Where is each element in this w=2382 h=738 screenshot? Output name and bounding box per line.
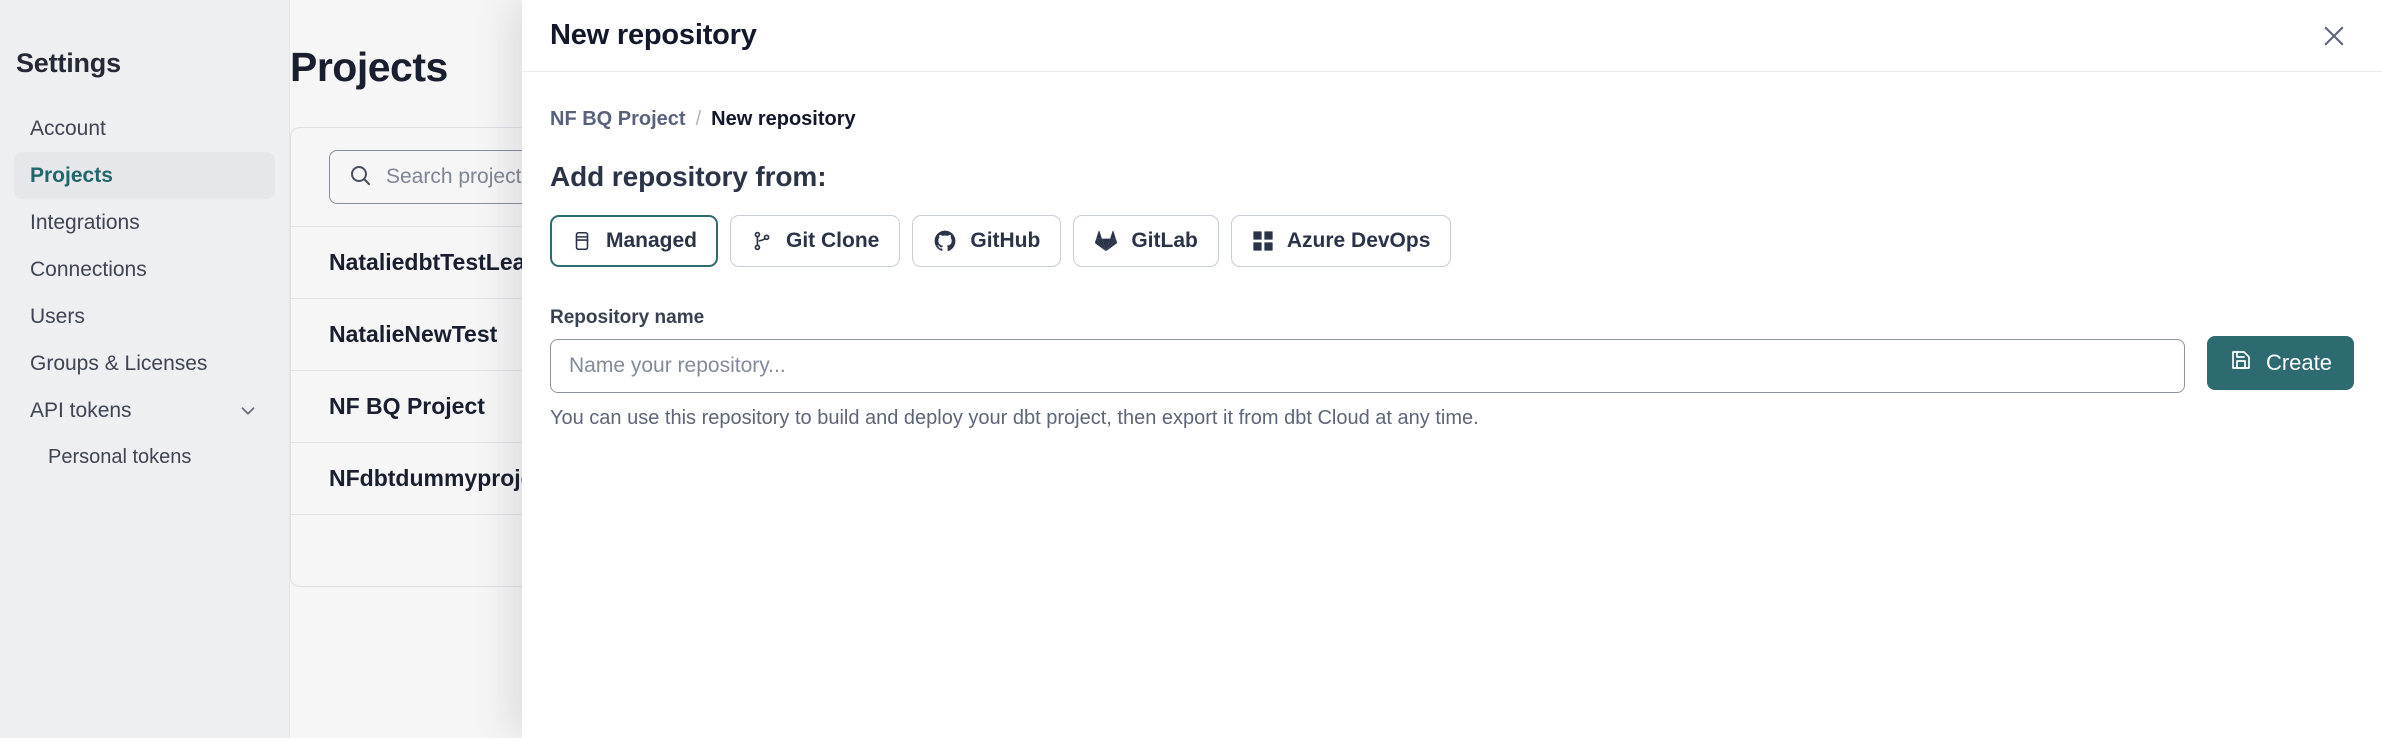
new-repository-modal: New repository NF BQ Project / New repos… bbox=[522, 0, 2382, 738]
source-option-azure-devops[interactable]: Azure DevOps bbox=[1230, 215, 1452, 267]
sidebar-item-label: Personal tokens bbox=[48, 446, 192, 468]
repository-name-row: Repository name You can use this reposit… bbox=[550, 307, 2354, 430]
sidebar-item-api-tokens[interactable]: API tokens bbox=[14, 387, 275, 434]
repository-name-field-group: Repository name You can use this reposit… bbox=[550, 307, 2185, 430]
sidebar-item-label: Connections bbox=[30, 257, 147, 281]
sidebar-item-label: API tokens bbox=[30, 398, 132, 422]
breadcrumb: NF BQ Project / New repository bbox=[550, 108, 2354, 131]
repository-name-input[interactable] bbox=[550, 339, 2185, 393]
sidebar-title: Settings bbox=[16, 48, 121, 78]
sidebar-item-connections[interactable]: Connections bbox=[14, 246, 275, 293]
source-option-managed[interactable]: Managed bbox=[550, 215, 719, 267]
settings-sidebar: Settings Account Projects Integrations C… bbox=[0, 0, 290, 738]
gitlab-icon bbox=[1094, 229, 1118, 253]
sidebar-item-label: Projects bbox=[30, 163, 113, 187]
source-option-label: Azure DevOps bbox=[1286, 229, 1431, 252]
sidebar-item-label: Integrations bbox=[30, 210, 140, 234]
repository-helper-text: You can use this repository to build and… bbox=[550, 407, 1479, 429]
source-option-gitlab[interactable]: GitLab bbox=[1073, 215, 1219, 267]
add-repository-from-heading: Add repository from: bbox=[550, 161, 827, 192]
source-option-label: GitHub bbox=[970, 229, 1041, 252]
repository-name-label: Repository name bbox=[550, 307, 705, 328]
sidebar-item-personal-tokens[interactable]: Personal tokens bbox=[14, 434, 275, 481]
database-icon bbox=[571, 230, 593, 252]
sidebar-item-label: Users bbox=[30, 304, 85, 328]
source-option-label: Managed bbox=[606, 229, 698, 252]
breadcrumb-separator: / bbox=[695, 108, 702, 130]
search-icon bbox=[348, 163, 372, 192]
github-icon bbox=[933, 229, 957, 253]
modal-body: NF BQ Project / New repository Add repos… bbox=[522, 72, 2382, 430]
sidebar-item-integrations[interactable]: Integrations bbox=[14, 199, 275, 246]
breadcrumb-parent[interactable]: NF BQ Project bbox=[550, 108, 686, 130]
modal-title: New repository bbox=[550, 19, 757, 51]
modal-header: New repository bbox=[522, 0, 2382, 72]
breadcrumb-current: New repository bbox=[711, 108, 856, 130]
sidebar-item-account[interactable]: Account bbox=[14, 105, 275, 152]
create-button-label: Create bbox=[2265, 350, 2332, 375]
sidebar-item-projects[interactable]: Projects bbox=[14, 152, 275, 199]
source-option-git-clone[interactable]: Git Clone bbox=[730, 215, 901, 267]
close-icon[interactable] bbox=[2314, 16, 2354, 56]
repository-source-options: Managed Git Clone bbox=[550, 215, 2354, 267]
create-button[interactable]: Create bbox=[2206, 336, 2354, 390]
sidebar-item-label: Groups & Licenses bbox=[30, 351, 208, 375]
sidebar-item-label: Account bbox=[30, 116, 106, 140]
source-option-label: Git Clone bbox=[786, 229, 880, 252]
source-option-label: GitLab bbox=[1131, 229, 1198, 252]
page-title: Projects bbox=[290, 44, 448, 90]
chevron-down-icon bbox=[237, 400, 259, 422]
save-icon bbox=[2229, 348, 2253, 378]
azure-devops-icon bbox=[1252, 230, 1274, 252]
sidebar-item-groups-licenses[interactable]: Groups & Licenses bbox=[14, 340, 275, 387]
git-branch-icon bbox=[751, 230, 773, 252]
source-option-github[interactable]: GitHub bbox=[912, 215, 1062, 267]
sidebar-item-users[interactable]: Users bbox=[14, 293, 275, 340]
